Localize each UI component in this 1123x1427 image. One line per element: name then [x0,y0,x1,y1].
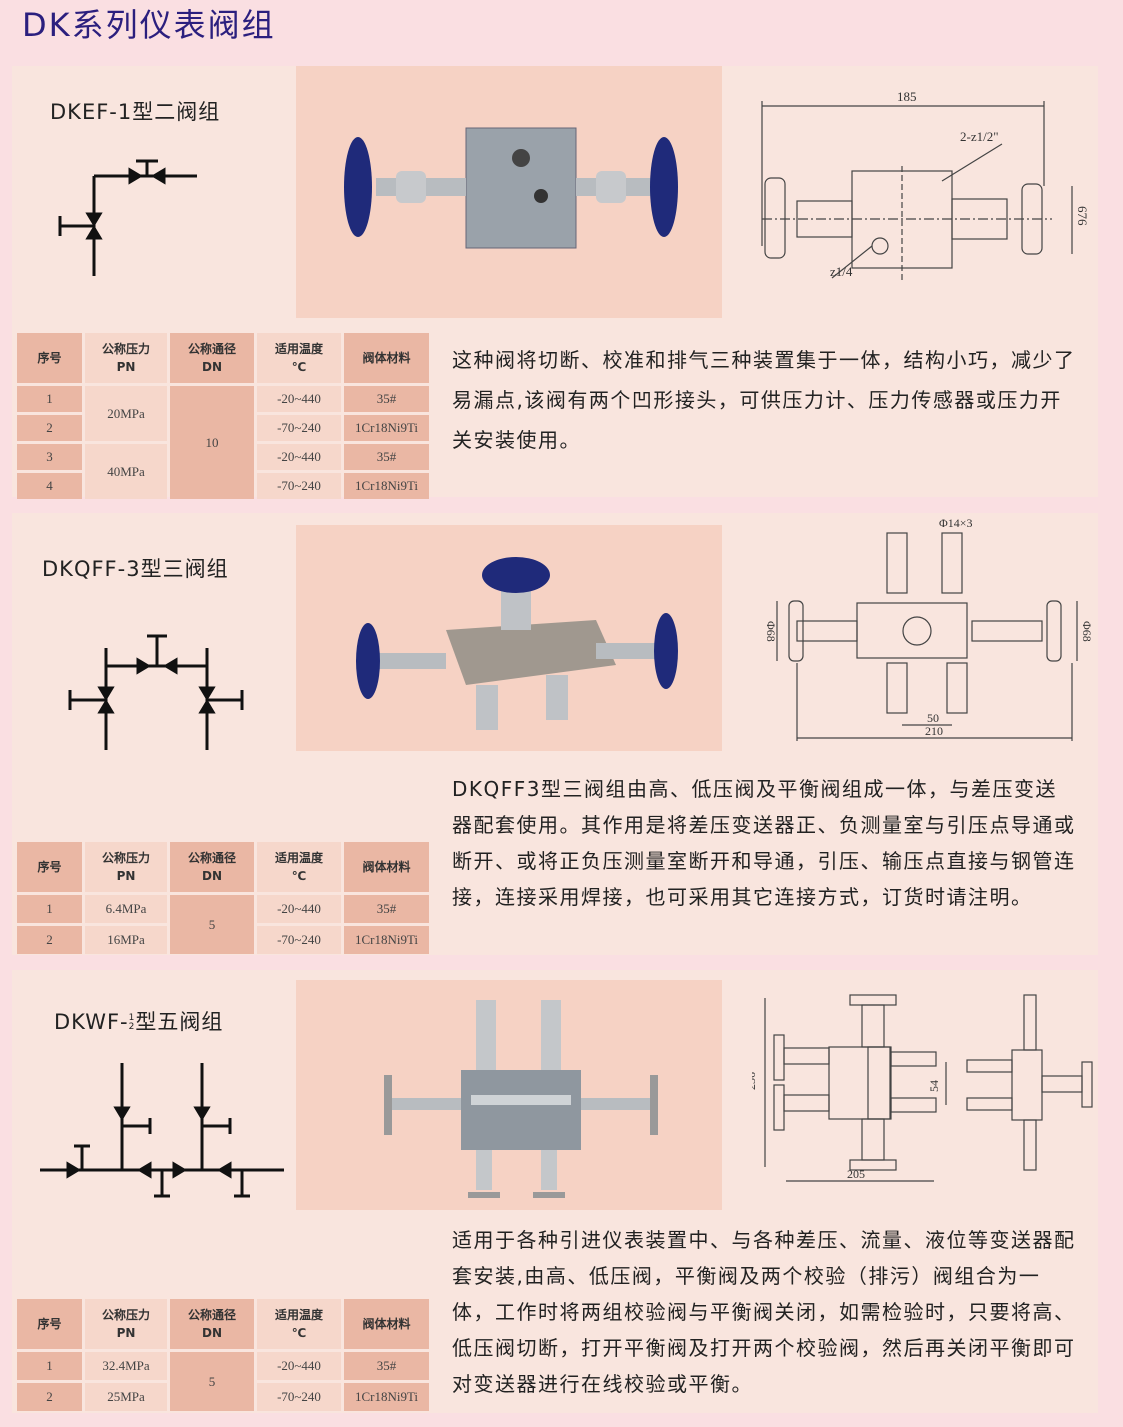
dim-label: 2-z1/2" [960,129,999,144]
col-mat: 阀体材料 [344,333,429,383]
section-dkef-1: DKEF-1型二阀组 185 2-z1/2" z1/4 676 [12,66,1098,499]
dim-label: 236 [752,1072,758,1090]
dim-label: 676 [1075,206,1090,226]
table-row: 3 40MPa -20~440 35# [17,444,429,499]
col-mat: 阀体材料 [344,1299,429,1349]
product-photo-dkef-1 [296,66,722,318]
dimension-drawing-dkwf: 236 54 205 [752,994,1093,1182]
valve-symbol-diagram [40,1063,284,1198]
table-row: 1 32.4MPa 5 -20~440 35# [17,1352,429,1411]
section-dkqff-3: DKQFF-3型三阀组 Φ14×3 Φ68 [12,513,1098,955]
col-temp: 适用温度℃ [257,1299,341,1349]
dim-label: z1/4 [830,264,853,279]
table-row: 2 -70~240 1Cr18Ni9Ti [17,415,429,441]
product-title: DKEF-1型二阀组 [50,100,221,124]
product-description: 适用于各种引进仪表装置中、与各种差压、流量、液位等变送器配套安装,由高、低压阀，… [452,1228,1076,1396]
product-photo-dkwf [296,980,722,1210]
col-no: 序号 [17,333,82,383]
table-row: 4 -70~240 1Cr18Ni9Ti [17,473,429,499]
dim-label: 54 [927,1080,941,1092]
col-temp: 适用温度℃ [257,842,341,892]
table-row: 2 25MPa -70~240 1Cr18Ni9Ti [17,1383,429,1411]
table-row: 1 6.4MPa 5 -20~440 35# [17,895,429,954]
product-description: 这种阀将切断、校准和排气三种装置集于一体，结构小巧，减少了易漏点,该阀有两个凹形… [452,348,1076,452]
dim-label: 205 [847,1167,865,1181]
table-row: 1 20MPa 10 -20~440 35# [17,386,429,499]
col-temp: 适用温度℃ [257,333,341,383]
dim-label: 210 [925,724,943,738]
product-photo-dkqff-3 [296,525,722,751]
dim-label: Φ68 [1080,621,1094,642]
page-title: DK系列仪表阀组 [22,6,276,44]
dimension-drawing-dkqff-3: Φ14×3 Φ68 Φ68 50 210 [764,516,1094,741]
col-no: 序号 [17,1299,82,1349]
product-title: DKQFF-3型三阀组 [42,557,229,581]
col-mat: 阀体材料 [344,842,429,892]
dim-label: Φ14×3 [939,516,973,530]
product-description: DKQFF3型三阀组由高、低压阀及平衡阀组成一体，与差压变送器配套使用。其作用是… [452,777,1076,909]
valve-symbol-diagram [68,634,244,750]
dimension-drawing-dkef-1: 185 2-z1/2" z1/4 676 [761,89,1090,281]
dim-label: 185 [897,89,917,104]
table-row: 2 16MPa -70~240 1Cr18Ni9Ti [17,926,429,954]
valve-symbol-diagram [58,159,197,276]
dim-label: 50 [927,711,939,725]
col-no: 序号 [17,842,82,892]
dim-label: Φ68 [764,621,778,642]
